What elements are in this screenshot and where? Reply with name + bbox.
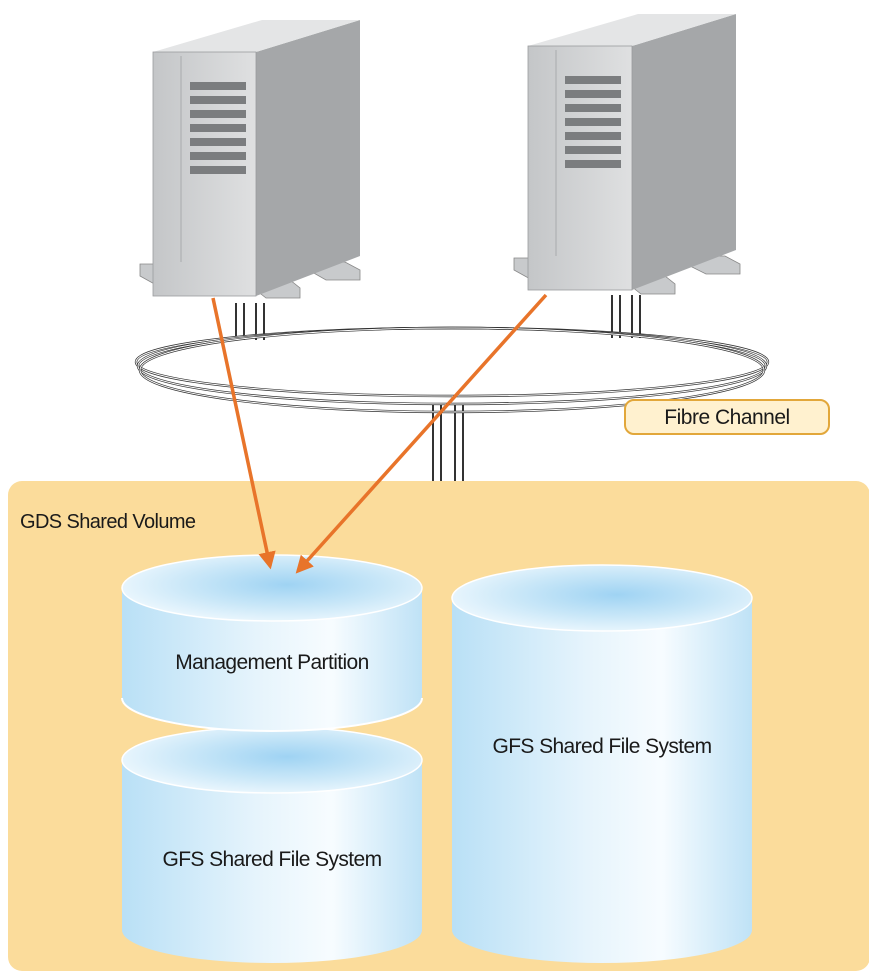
fibre-channel-drop-cable [432, 405, 464, 481]
management-partition-label: Management Partition [175, 651, 368, 674]
gfs-right-label: GFS Shared File System [492, 735, 711, 758]
arrow-right-server [295, 293, 548, 574]
fibre-channel-ring [134, 326, 770, 414]
gfs-left-label: GFS Shared File System [162, 848, 381, 871]
fibre-channel-tag: Fibre Channel [624, 399, 830, 435]
server-icon [139, 20, 361, 299]
server-right [513, 14, 741, 295]
management-partition: Management Partition [121, 554, 423, 732]
fibre-channel-label: Fibre Channel [664, 406, 789, 429]
server-icon [513, 14, 741, 295]
arrow-left-server [211, 297, 276, 570]
gfs-shared-file-system-right: GFS Shared File System [451, 564, 753, 963]
gds-shared-volume-label: GDS Shared Volume [20, 511, 196, 533]
server-left [139, 20, 361, 299]
access-arrows [211, 293, 548, 574]
gfs-shared-file-system-left: GFS Shared File System [121, 726, 423, 963]
